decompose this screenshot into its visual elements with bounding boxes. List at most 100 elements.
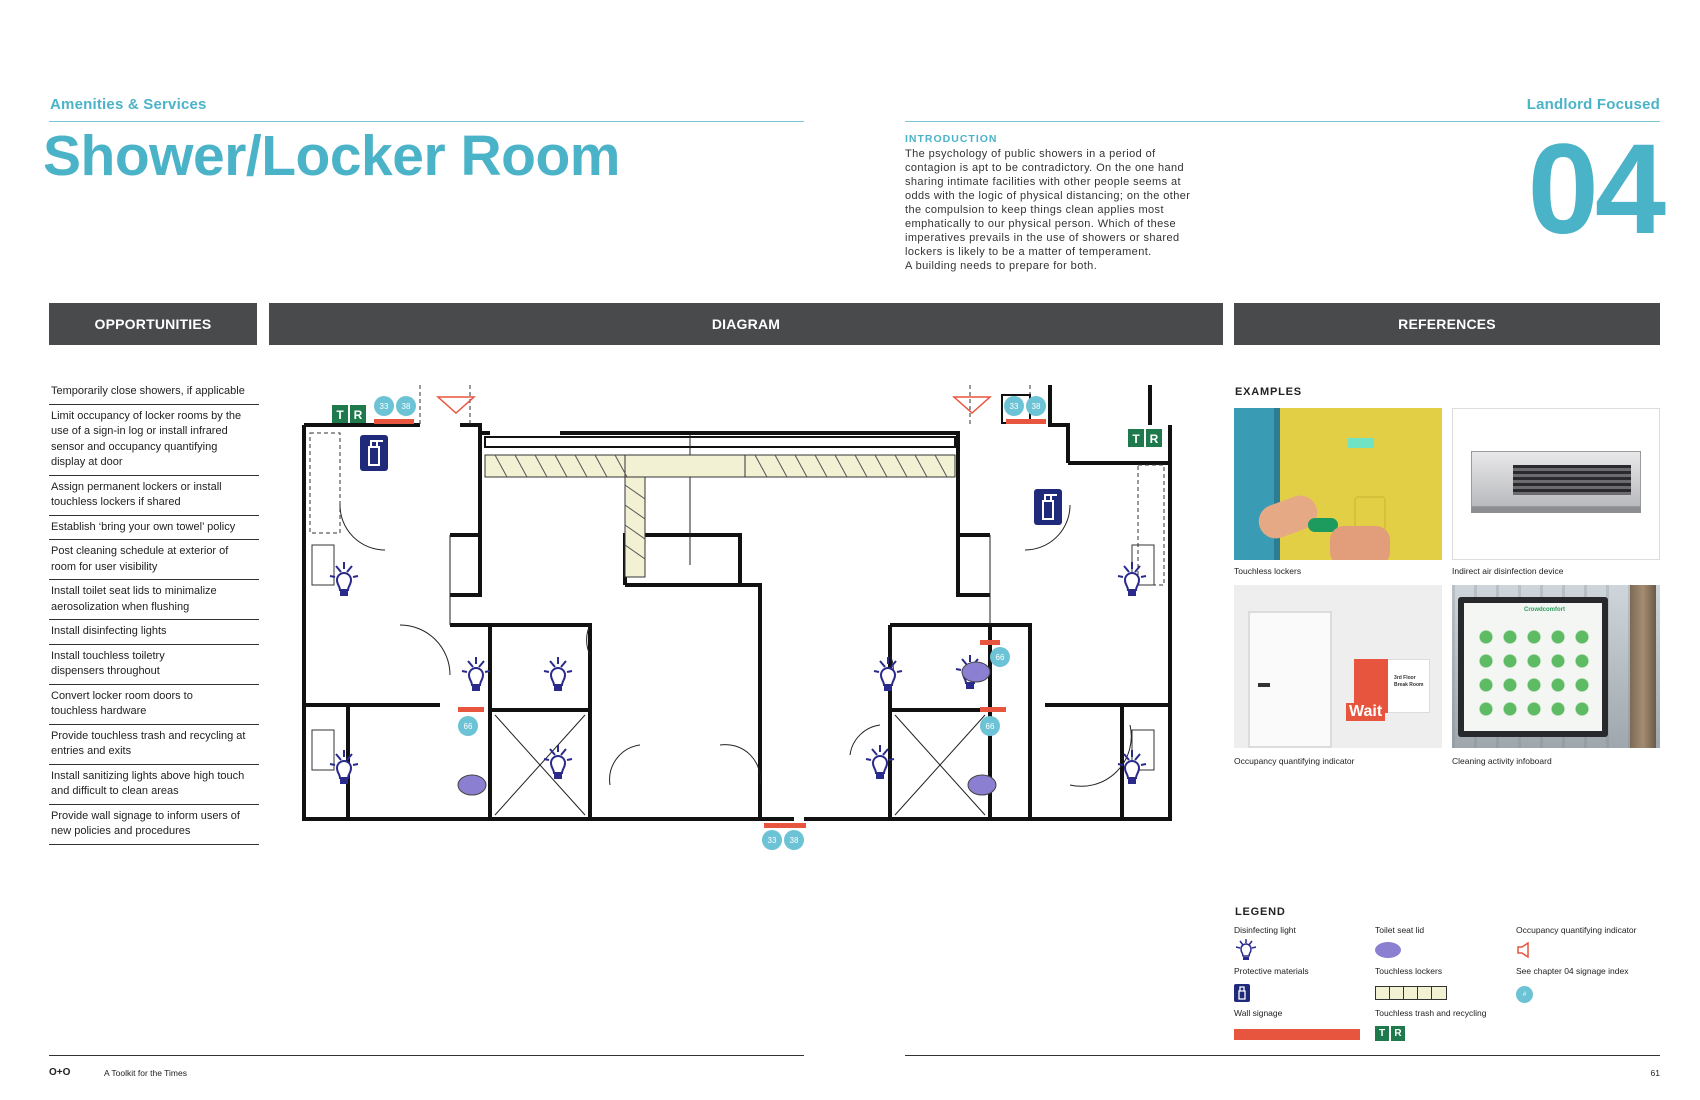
sign-line: Break Room xyxy=(1394,682,1424,688)
opportunity-line: aerosolization when flushing xyxy=(51,600,190,613)
legend-disinfecting-light: Disinfecting light xyxy=(1234,925,1296,935)
header-rule-right xyxy=(905,121,1660,122)
trash-r-label: R xyxy=(1150,432,1159,446)
header-rule-left xyxy=(49,121,804,122)
intro-body: The psychology of public showers in a pe… xyxy=(905,147,1235,273)
footer-rule-right xyxy=(905,1055,1660,1056)
opportunity-line: Install disinfecting lights xyxy=(51,625,167,637)
legend-touchless-lockers: Touchless lockers xyxy=(1375,966,1443,976)
toilet-seat-lid-icon xyxy=(1375,942,1401,958)
trash-recycling-icon: T R xyxy=(1375,1026,1405,1041)
opportunity-line: Provide touchless trash and recycling at xyxy=(51,729,246,742)
legend-trash-recycling: Touchless trash and recycling xyxy=(1375,1008,1487,1018)
intro-heading: INTRODUCTION xyxy=(905,133,998,145)
infoboard-brand: Crowdcomfort xyxy=(1524,607,1565,613)
touchless-lockers-icon xyxy=(1375,986,1447,1000)
trash-t-label: T xyxy=(1375,1026,1389,1041)
opportunity-line: room for user visibility xyxy=(51,560,158,573)
chapter-number: 04 xyxy=(1527,118,1666,261)
signage-index-tag-label: # xyxy=(1522,991,1527,998)
toilet-seat-lid-icon xyxy=(457,774,487,796)
wait-sign: Wait xyxy=(1346,703,1386,721)
legend-heading: LEGEND xyxy=(1235,906,1286,918)
opportunity-line: Provide wall signage to inform users of xyxy=(51,809,240,822)
wall-signage-swatch xyxy=(1234,1029,1360,1040)
occupancy-indicator-photo: 3rd Floor Break Room Wait xyxy=(1234,585,1442,748)
opportunity-item: Install toilet seat lids to minimalize ae… xyxy=(49,580,259,620)
legend-signage-index: See chapter 04 signage index xyxy=(1516,966,1629,976)
intro-line: imperatives prevails in the use of showe… xyxy=(905,232,1180,244)
opportunity-line: Establish ‘bring your own towel’ policy xyxy=(51,520,236,533)
tag-33: 33 xyxy=(1010,402,1019,411)
opportunity-item: Temporarily close showers, if applicable xyxy=(49,380,259,405)
references-bar: REFERENCES xyxy=(1234,303,1660,345)
sign-line: 3rd Floor xyxy=(1394,675,1416,681)
opportunities-bar: OPPORTUNITIES xyxy=(49,303,257,345)
tag-66: 66 xyxy=(996,653,1005,662)
tag-38: 38 xyxy=(1032,402,1041,411)
toilet-seat-lid-icon xyxy=(961,661,991,683)
disinfecting-light-icon xyxy=(873,656,903,692)
opportunity-line: and difficult to clean areas xyxy=(51,785,179,797)
intro-line: emphatically to our physical person. Whi… xyxy=(905,218,1177,230)
opportunity-line: sensor and occupancy quantifying xyxy=(51,440,218,453)
caption-touchless-lockers: Touchless lockers xyxy=(1234,566,1302,576)
footer-publication: A Toolkit for the Times xyxy=(104,1068,187,1078)
legend-toilet-seat-lid: Toilet seat lid xyxy=(1375,925,1425,935)
opportunity-line: entries and exits xyxy=(51,745,132,757)
disinfecting-light-icon xyxy=(461,656,491,692)
caption-air-disinfection: Indirect air disinfection device xyxy=(1452,566,1564,576)
legend-protective-materials: Protective materials xyxy=(1234,966,1309,976)
footer-logo: O+O xyxy=(49,1067,71,1078)
opportunity-line: touchless lockers if shared xyxy=(51,496,181,508)
tag-38: 38 xyxy=(790,836,799,845)
focus-label: Landlord Focused xyxy=(1526,96,1660,113)
floor-plan: T R T R 33 38 33 38 33 38 66 66 66 xyxy=(302,385,1172,850)
intro-line: contagion is apt to be contradictory. On… xyxy=(905,162,1185,174)
tag-66: 66 xyxy=(464,722,473,731)
opportunity-line: new policies and procedures xyxy=(51,825,191,837)
disinfecting-light-icon xyxy=(1117,561,1147,597)
opportunity-item: Install disinfecting lights xyxy=(49,620,259,645)
trash-r-label: R xyxy=(354,408,363,422)
tag-33: 33 xyxy=(380,402,389,411)
opportunity-line: Assign permanent lockers or install xyxy=(51,480,222,493)
opportunity-line: Install sanitizing lights above high tou… xyxy=(51,769,245,782)
opportunity-line: Post cleaning schedule at exterior of xyxy=(51,545,229,557)
opportunity-line: dispensers throughout xyxy=(51,665,160,677)
opportunity-line: Install toilet seat lids to minimalize xyxy=(51,585,217,597)
protective-materials-icon xyxy=(1234,984,1250,1002)
opportunity-item: Post cleaning schedule at exterior of roo… xyxy=(49,540,259,580)
intro-line: odds with the logic of physical distanci… xyxy=(905,190,1191,202)
page-number: 61 xyxy=(1650,1068,1660,1078)
diagram-bar: DIAGRAM xyxy=(269,303,1223,345)
tag-33: 33 xyxy=(768,836,777,845)
air-disinfection-device-photo xyxy=(1452,408,1660,560)
opportunity-line: display at door xyxy=(51,456,123,468)
trash-r-label: R xyxy=(1391,1026,1405,1041)
protective-materials-icon xyxy=(359,434,389,472)
intro-line: A building needs to prepare for both. xyxy=(905,260,1098,272)
intro-line: The psychology of public showers in a pe… xyxy=(905,148,1156,160)
opportunity-item: Assign permanent lockers or install touch… xyxy=(49,476,259,516)
legend-wall-signage: Wall signage xyxy=(1234,1008,1283,1018)
disinfecting-light-icon xyxy=(1235,939,1257,960)
legend-occupancy-indicator: Occupancy quantifying indicator xyxy=(1516,925,1637,935)
occupancy-indicator-icon xyxy=(1517,942,1529,958)
opportunity-item: Establish ‘bring your own towel’ policy xyxy=(49,516,259,540)
tag-38: 38 xyxy=(402,402,411,411)
opportunity-item: Provide touchless trash and recycling at… xyxy=(49,725,259,765)
caption-occupancy-indicator: Occupancy quantifying indicator xyxy=(1234,756,1355,766)
intro-line: the compulsion to keep things clean appl… xyxy=(905,204,1164,216)
opportunity-item: Provide wall signage to inform users of n… xyxy=(49,805,259,845)
disinfecting-light-icon xyxy=(543,656,573,692)
introduction: INTRODUCTION The psychology of public sh… xyxy=(905,133,1235,273)
signage-index-tag-icon: # xyxy=(1516,986,1533,1003)
intro-line: lockers is likely to be a matter of temp… xyxy=(905,246,1152,258)
examples-heading: EXAMPLES xyxy=(1235,386,1302,398)
opportunity-item: Install sanitizing lights above high tou… xyxy=(49,765,259,805)
protective-materials-icon xyxy=(1033,488,1063,526)
